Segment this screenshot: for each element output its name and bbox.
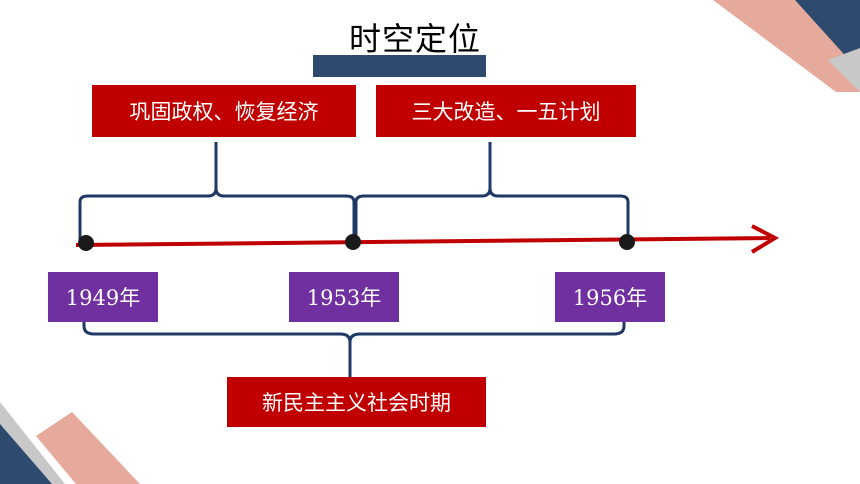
top-right-navy-shape <box>795 0 860 72</box>
node-1949 <box>78 235 94 251</box>
year-label-1953: 1953年 <box>289 272 399 322</box>
node-1956 <box>619 234 635 250</box>
period-label: 新民主主义社会时期 <box>227 377 486 427</box>
phase-label-text: 三大改造、一五计划 <box>411 100 601 124</box>
brace-period-right <box>348 296 626 343</box>
year-label-text: 1953年 <box>306 286 382 310</box>
phase-label-transformation: 三大改造、一五计划 <box>376 85 636 137</box>
year-label-1956: 1956年 <box>555 272 665 322</box>
brace-phase1-right <box>214 187 356 240</box>
page-title: 时空定位 <box>348 20 481 58</box>
phase-label-consolidation: 巩固政权、恢复经济 <box>92 85 356 137</box>
timeline-axis <box>75 236 771 247</box>
timeline-arrowhead <box>750 224 780 254</box>
brace-phase2-left <box>354 142 492 240</box>
node-1953 <box>345 234 361 250</box>
bottom-left-navy-shape <box>0 424 52 484</box>
year-label-1949: 1949年 <box>48 272 158 322</box>
year-label-text: 1949年 <box>65 286 141 310</box>
title-underline-bar <box>313 55 486 77</box>
bottom-left-salmon-shape <box>36 412 140 484</box>
brace-phase2-right <box>488 187 630 240</box>
period-label-text: 新民主主义社会时期 <box>262 391 451 415</box>
year-label-text: 1956年 <box>572 286 648 310</box>
top-right-gray-shape <box>828 48 860 92</box>
brace-phase1-left <box>78 142 218 240</box>
phase-label-text: 巩固政权、恢复经济 <box>129 100 319 124</box>
